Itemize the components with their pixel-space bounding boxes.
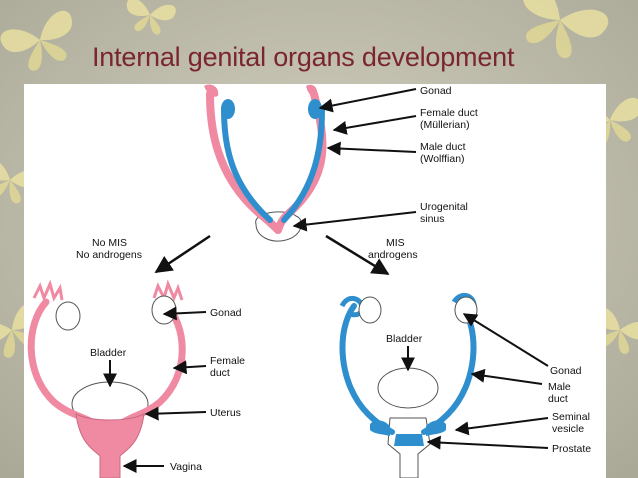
female-duct-right — [116, 298, 186, 428]
label-female-duct-1: Female — [210, 355, 245, 367]
label-urogenital: Urogenital — [420, 201, 468, 213]
testis-left — [358, 296, 382, 324]
label-no-androgens: No androgens — [76, 249, 142, 261]
label-no-mis: No MIS — [92, 237, 127, 249]
male-development: Bladder Gonad Male duct Seminal vesicle … — [339, 293, 591, 478]
label-male-bladder: Bladder — [386, 333, 423, 345]
male-duct-right — [421, 303, 477, 435]
slide-title: Internal genital organs development — [92, 42, 515, 72]
wolffian-duct-left — [221, 107, 273, 223]
gonad-left — [221, 99, 235, 119]
label-female-duct-top: Female duct — [420, 107, 478, 119]
label-seminal-1: Seminal — [552, 411, 590, 423]
ovary-left — [55, 301, 81, 331]
label-mullerian: (Müllerian) — [420, 119, 470, 131]
label-male-duct-top: Male duct — [420, 141, 466, 153]
diagram-panel: Gonad Female duct (Müllerian) Male duct … — [24, 84, 606, 478]
label-mis: MIS — [386, 237, 405, 249]
prostate-shape — [394, 434, 424, 446]
male-bladder — [377, 367, 439, 409]
label-male-duct-1: Male — [548, 381, 571, 393]
female-development: Gonad Bladder Female duct Uterus Vagina — [27, 279, 245, 478]
genital-development-diagram: Gonad Female duct (Müllerian) Male duct … — [27, 84, 591, 478]
indifferent-stage: Gonad Female duct (Müllerian) Male duct … — [204, 84, 478, 242]
urethra-shape — [387, 417, 431, 478]
label-wolffian: (Wolffian) — [420, 153, 465, 165]
label-female-bladder: Bladder — [90, 347, 127, 359]
uterus-shape — [75, 413, 145, 478]
label-uterus: Uterus — [210, 407, 241, 419]
wolffian-duct-right — [281, 107, 325, 223]
label-female-gonad: Gonad — [210, 307, 242, 319]
male-duct-left — [339, 303, 395, 435]
label-sinus: sinus — [420, 213, 445, 225]
label-seminal-2: vesicle — [552, 423, 584, 435]
label-prostate: Prostate — [552, 443, 591, 455]
label-gonad-top: Gonad — [420, 85, 452, 97]
branch-arrows: No MIS No androgens MIS androgens — [76, 234, 418, 276]
label-androgens: androgens — [368, 249, 418, 261]
mullerian-duct-left — [206, 90, 282, 234]
gonad-right — [308, 99, 322, 119]
label-male-gonad: Gonad — [550, 365, 582, 377]
label-male-duct-2: duct — [548, 393, 568, 405]
label-vagina: Vagina — [170, 461, 202, 473]
label-female-duct-2: duct — [210, 367, 230, 379]
ovary-right — [151, 295, 177, 325]
